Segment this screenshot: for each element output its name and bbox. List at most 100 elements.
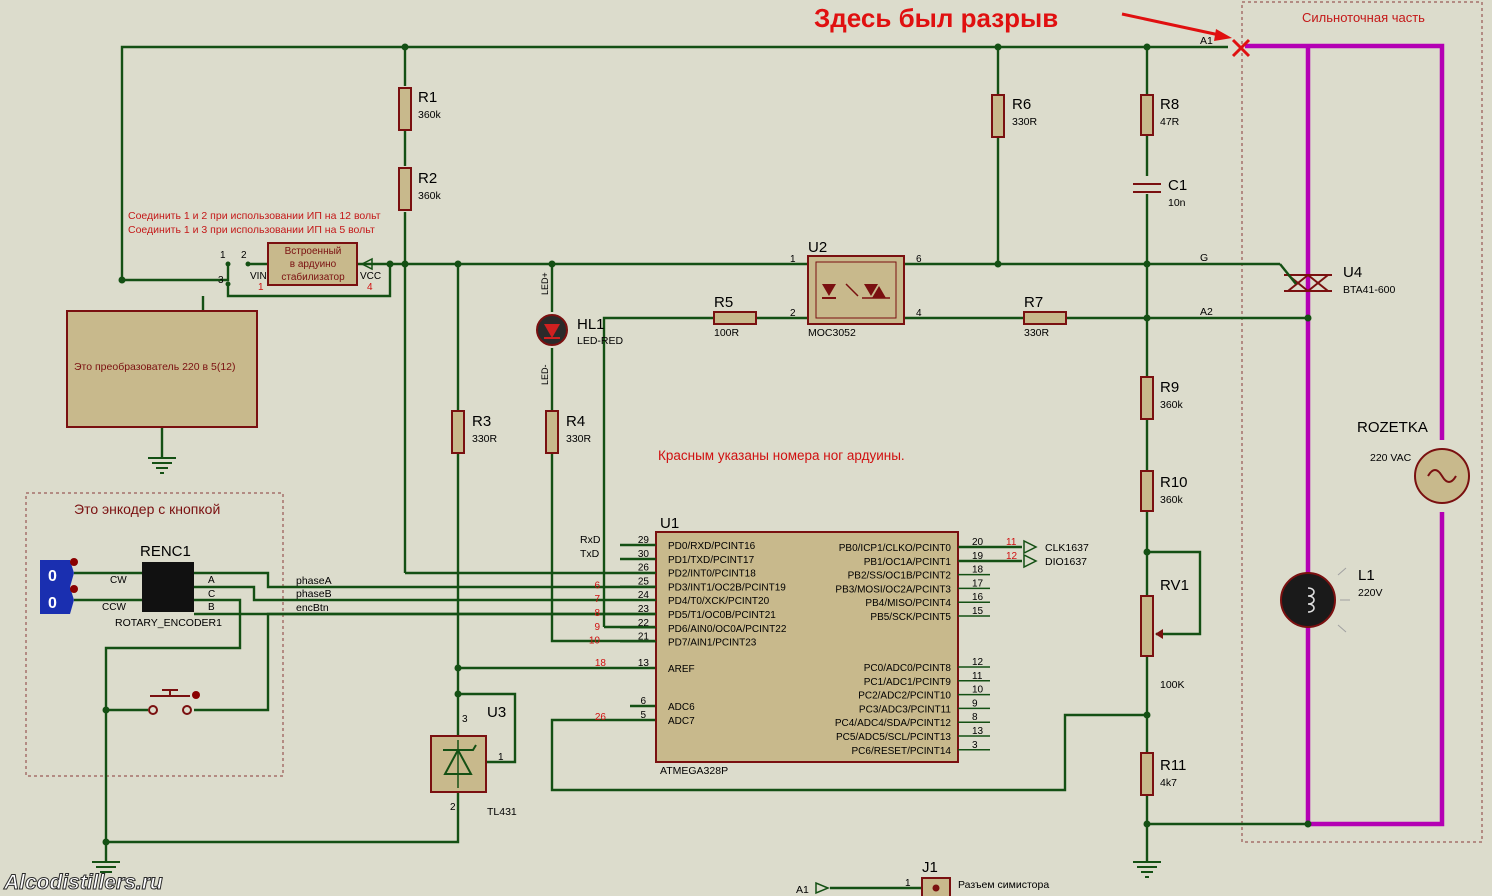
svg-text:RV1: RV1 [1160, 577, 1189, 594]
u1-pin-name: AREF [668, 664, 695, 675]
u1-pin-number: 11 [972, 671, 983, 682]
svg-text:C1: C1 [1168, 177, 1187, 194]
ground-icon [92, 861, 120, 873]
u1-pin-name: PD5/T1/OC0B/PCINT21 [668, 610, 776, 621]
svg-text:ROZETKA: ROZETKA [1357, 419, 1428, 436]
svg-text:LED+: LED+ [540, 272, 550, 295]
arduino-pin-number: 10 [589, 636, 601, 647]
svg-text:J1: J1 [922, 859, 938, 876]
u1-pin-number: 17 [972, 578, 984, 589]
svg-text:3: 3 [462, 714, 468, 725]
svg-text:R9: R9 [1160, 379, 1179, 396]
u1-pin-name: ADC7 [668, 716, 695, 727]
net-enc-btn: encBtn [296, 602, 329, 614]
svg-text:360k: 360k [1160, 399, 1184, 411]
mcu-u1: U1 ATMEGA328P 29PD0/RXD/PCINT1630PD1/TXD… [589, 515, 1018, 777]
power-wires [1245, 43, 1445, 827]
triac-u4: U4 BTA41-600 [1279, 263, 1395, 296]
u1-pin-number: 10 [972, 685, 984, 696]
svg-text:LED-RED: LED-RED [577, 335, 624, 347]
svg-text:1: 1 [790, 254, 796, 265]
encoder-knob-connector: 0 0 [40, 558, 78, 614]
resistor-r8: R8 47R [1140, 94, 1180, 136]
svg-text:RENC1: RENC1 [140, 543, 191, 560]
svg-text:1: 1 [498, 752, 504, 763]
net-phase-a: phaseA [296, 575, 332, 587]
resistor-r3: R3 330R [451, 410, 498, 454]
u1-pin-name: PC1/ADC1/PCINT9 [864, 677, 952, 688]
u1-pin-name: PC4/ADC4/SDA/PCINT12 [835, 718, 952, 729]
svg-text:BTA41-600: BTA41-600 [1343, 284, 1395, 296]
led-hl1: HL1 LED-RED LED+ LED- [536, 272, 624, 385]
u1-pin-name: PB2/SS/OC1B/PCINT2 [848, 571, 952, 582]
u1-pin-name: PB4/MISO/PCINT4 [865, 598, 951, 609]
svg-text:VCC: VCC [360, 271, 381, 282]
u1-pin-name: PC6/RESET/PCINT14 [852, 746, 952, 757]
arduino-pin-number: 6 [594, 580, 600, 591]
svg-text:4: 4 [916, 308, 922, 319]
u1-pin-name: PD6/AIN0/OC0A/PCINT22 [668, 624, 787, 635]
u1-pin-number: 21 [638, 632, 650, 643]
svg-text:ROTARY_ENCODER1: ROTARY_ENCODER1 [115, 617, 222, 629]
svg-text:DIO1637: DIO1637 [1045, 556, 1087, 568]
svg-text:R2: R2 [418, 170, 437, 187]
u1-pin-number: 13 [638, 658, 650, 669]
svg-text:U3: U3 [487, 704, 506, 721]
svg-text:330R: 330R [1012, 116, 1038, 128]
u1-pin-name: PB0/ICP1/CLKO/PCINT0 [839, 543, 952, 554]
u1-pin-number: 22 [638, 618, 650, 629]
resistor-r11: R11 4k7 [1140, 752, 1186, 796]
svg-text:R10: R10 [1160, 474, 1188, 491]
u1-pin-name: PD4/T0/XCK/PCINT20 [668, 596, 770, 607]
power-section-label: Сильноточная часть [1302, 10, 1425, 25]
arduino-pin-number: 7 [594, 594, 600, 605]
svg-text:стабилизатор: стабилизатор [281, 271, 345, 283]
net-rxd: RxD [580, 534, 601, 546]
arduino-pin-number: 11 [1006, 537, 1017, 548]
svg-text:47R: 47R [1160, 116, 1180, 128]
svg-text:R3: R3 [472, 413, 491, 430]
u1-pin-name: ADC6 [668, 702, 695, 713]
svg-text:R6: R6 [1012, 96, 1031, 113]
svg-text:1: 1 [905, 878, 911, 889]
u1-pin-number: 8 [972, 712, 978, 723]
resistor-r4: R4 330R [545, 410, 592, 454]
u1-pin-number: 5 [640, 710, 646, 721]
u1-pin-name: PC5/ADC5/SCL/PCINT13 [836, 732, 951, 743]
resistor-r7: R7 330R [1023, 294, 1067, 339]
svg-text:ATMEGA328P: ATMEGA328P [660, 765, 728, 777]
svg-text:220V: 220V [1358, 587, 1383, 599]
svg-text:A: A [208, 575, 215, 586]
arduino-pin-number: 26 [595, 712, 607, 723]
u1-pin-name: PB5/SCK/PCINT5 [870, 612, 951, 623]
u1-pin-number: 23 [638, 604, 650, 615]
svg-text:2: 2 [450, 802, 456, 813]
u1-pin-name: PD2/INT0/PCINT18 [668, 569, 756, 580]
svg-text:MOC3052: MOC3052 [808, 327, 856, 339]
u1-pin-name: PD7/AIN1/PCINT23 [668, 638, 757, 649]
break-arrowhead [1214, 29, 1232, 41]
svg-text:L1: L1 [1358, 567, 1375, 584]
u1-pin-number: 30 [638, 549, 650, 560]
svg-text:4: 4 [367, 282, 373, 293]
arduino-pin-number: 8 [594, 608, 600, 619]
svg-text:U2: U2 [808, 239, 827, 256]
u1-pin-number: 3 [972, 740, 978, 751]
svg-text:360k: 360k [418, 109, 442, 121]
svg-text:LED-: LED- [540, 364, 550, 385]
u1-pin-name: PD3/INT1/OC2B/PCINT19 [668, 582, 786, 593]
resistor-r9: R9 360k [1140, 376, 1184, 420]
svg-text:HL1: HL1 [577, 316, 605, 333]
svg-text:2: 2 [790, 308, 796, 319]
svg-text:330R: 330R [1024, 327, 1050, 339]
svg-text:CW: CW [110, 575, 127, 586]
svg-text:VIN: VIN [250, 271, 267, 282]
svg-text:360k: 360k [1160, 494, 1184, 506]
break-arrow [1121, 12, 1225, 38]
svg-text:R7: R7 [1024, 294, 1043, 311]
net-txd: TxD [580, 548, 600, 560]
svg-text:330R: 330R [566, 433, 592, 445]
rotary-encoder-renc1: RENC1 ROTARY_ENCODER1 CW CCW A C B [102, 543, 222, 629]
resistor-r10: R10 360k [1140, 470, 1188, 512]
